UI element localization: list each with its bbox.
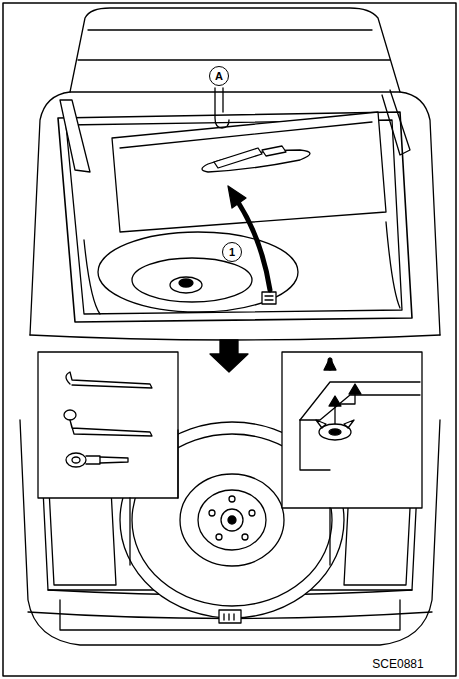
callout-letter: A: [209, 66, 229, 86]
figure-code: SCE0881: [372, 658, 423, 670]
tools-inset: [38, 352, 178, 565]
lift-arrow: [238, 202, 270, 290]
tie-down-inset: [282, 352, 422, 565]
step-arrow: [210, 340, 248, 372]
trunk-open-view: [30, 8, 440, 340]
lift-arrowhead: [228, 186, 246, 208]
frame: [3, 3, 456, 676]
callout-number: 1: [222, 242, 242, 262]
